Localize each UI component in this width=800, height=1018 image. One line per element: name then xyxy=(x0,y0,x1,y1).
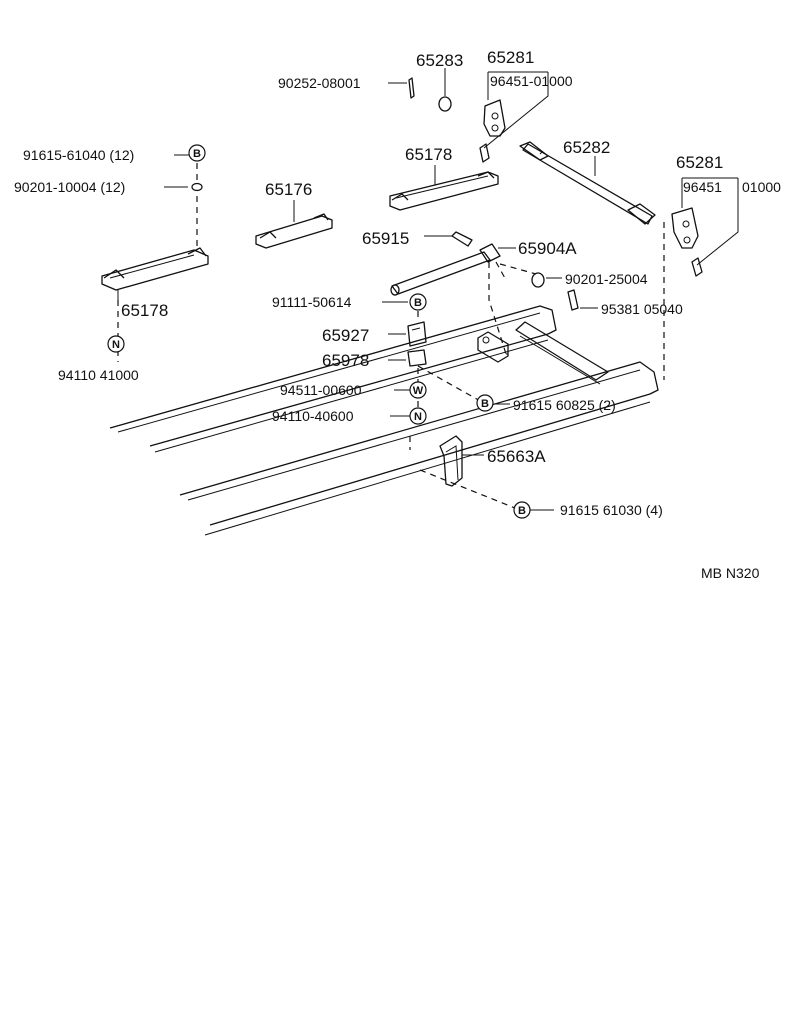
label-95381-05040: 95381 05040 xyxy=(601,301,683,317)
part-65178-left xyxy=(101,247,209,300)
label-65176: 65176 xyxy=(265,180,312,199)
label-65915: 65915 xyxy=(362,229,409,248)
label-90252-08001: 90252-08001 xyxy=(278,75,361,91)
part-65915-65904A xyxy=(390,231,516,296)
part-65281-right xyxy=(671,177,739,277)
label-91615-61040: 91615-61040 (12) xyxy=(23,147,134,163)
part-90252-08001 xyxy=(408,77,415,99)
part-65283 xyxy=(438,96,452,112)
part-65663A xyxy=(439,435,484,487)
part-65927 xyxy=(407,321,427,347)
label-65978: 65978 xyxy=(322,351,369,370)
svg-text:B: B xyxy=(193,148,201,160)
bolt-symbol-91615-61030: B xyxy=(513,501,531,519)
svg-text:B: B xyxy=(518,505,526,517)
nut-symbol-94110-40600: N xyxy=(409,407,427,425)
diagram-code: MB N320 xyxy=(701,565,760,581)
label-65281-right: 65281 xyxy=(676,153,723,172)
label-65178-left: 65178 xyxy=(121,301,168,320)
svg-text:B: B xyxy=(414,297,422,309)
part-labels: 65283 65281 96451-01000 90252-08001 9161… xyxy=(14,48,781,581)
bolt-symbol-91615-60825: B xyxy=(476,394,494,412)
label-96451-right-b: 01000 xyxy=(742,179,781,195)
label-91111-50614: 91111-50614 xyxy=(272,294,352,310)
part-65176 xyxy=(255,200,333,249)
frame-rails xyxy=(109,305,659,536)
assembly-lines xyxy=(117,152,665,511)
label-65663A: 65663A xyxy=(487,447,546,466)
label-65178-mid: 65178 xyxy=(405,145,452,164)
label-65904A: 65904A xyxy=(518,239,577,258)
washer-dot-90201-10004 xyxy=(191,182,203,192)
label-96451-top: 96451-01000 xyxy=(490,73,573,89)
part-95381-05040 xyxy=(567,289,598,311)
part-65978 xyxy=(407,349,427,367)
part-65282 xyxy=(519,141,656,225)
part-65915 xyxy=(451,231,473,247)
label-65927: 65927 xyxy=(322,326,369,345)
label-65282: 65282 xyxy=(563,138,610,157)
svg-text:N: N xyxy=(414,411,422,423)
bolt-symbol-91615-61040: B xyxy=(188,144,206,162)
svg-text:N: N xyxy=(112,339,120,351)
leader-lines xyxy=(164,154,554,511)
part-65927-65978 xyxy=(388,321,427,367)
label-94511-00600: 94511-00600 xyxy=(280,382,362,398)
label-65281-top: 65281 xyxy=(487,48,534,67)
label-90201-25004: 90201-25004 xyxy=(565,271,648,287)
label-90201-10004: 90201-10004 (12) xyxy=(14,179,125,195)
label-91615-60825: 91615 60825 (2) xyxy=(513,397,616,413)
svg-text:B: B xyxy=(481,398,489,410)
washer-symbol-94511-00600: W xyxy=(409,381,427,399)
part-65283-group xyxy=(388,68,452,112)
part-65178-mid xyxy=(389,165,499,211)
label-96451-right-a: 96451 xyxy=(683,179,722,195)
part-90201-25004 xyxy=(531,272,562,288)
fastener-symbols: B N B W N B B xyxy=(107,144,531,519)
label-94110-40600: 94110-40600 xyxy=(272,408,354,424)
nut-symbol-94110-41000: N xyxy=(107,335,125,353)
label-91615-61030: 91615 61030 (4) xyxy=(560,502,663,518)
svg-text:W: W xyxy=(413,385,424,397)
part-65281-top xyxy=(479,71,549,163)
label-94110-41000: 94110 41000 xyxy=(58,367,139,383)
bolt-symbol-91111-50614: B xyxy=(409,293,427,311)
label-65283: 65283 xyxy=(416,51,463,70)
